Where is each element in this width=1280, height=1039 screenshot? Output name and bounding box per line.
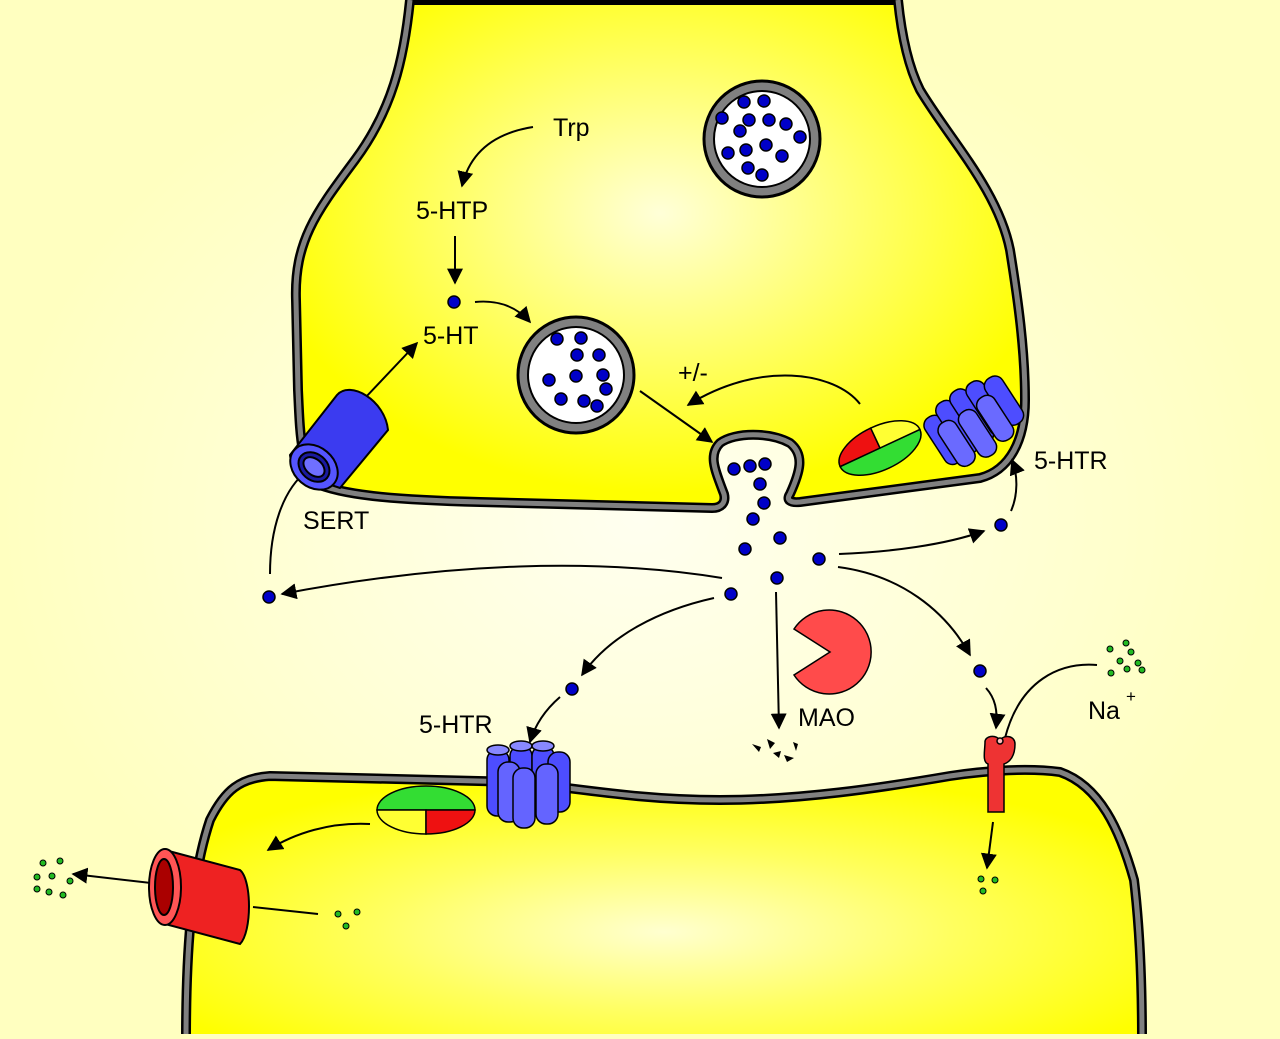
g-protein-postsynaptic [376,785,476,835]
serotonin-molecules [262,295,1008,696]
label-5htr-postsynaptic: 5-HTR [419,711,493,739]
arrow-5ht-to-vesicle [474,300,532,324]
arrow-gprotein-to-channel [266,822,371,851]
serotonin-molecule [973,664,987,678]
label-sodium: Na [1088,697,1120,725]
line-efflux-from-inside [252,906,319,915]
g-protein-presynaptic [838,419,922,477]
vesicle-storage [702,79,822,199]
serotonin-molecule [724,587,738,601]
label-mao: MAO [798,704,855,732]
autoreceptor-5htr [923,375,1025,468]
label-sert: SERT [303,507,369,535]
potassium-ions-efflux [33,857,74,899]
label-trp: Trp [553,114,590,142]
arrow-channel-sodium-in [980,821,997,870]
label-modulation: +/- [678,359,708,387]
serotonin-molecule [738,542,752,556]
arrow-cleft-to-channel [837,566,971,657]
serotonin-molecule [447,295,461,309]
arrow-trp-to-5htp [457,126,534,188]
pathway-arrows [71,126,1098,915]
serotonin-molecule [773,531,787,545]
postsynaptic-5htr [486,740,571,829]
arrow-cleft-to-autoreceptor [838,528,986,555]
arrow-cleft-to-left [280,564,723,600]
arrow-to-autoreceptor [1009,458,1025,512]
arrow-to-channel [985,687,1006,730]
mao-enzyme [792,609,872,695]
serotonin-molecule [565,682,579,696]
exocytosis-serotonin [727,457,772,526]
presynaptic-terminal [290,0,1030,513]
degraded-serotonin-fragments [752,739,798,762]
arrow-autoreceptor-feedback [686,374,861,406]
arrow-sodium-to-channel [1004,663,1098,739]
ligand-gated-channel [983,735,1016,813]
serotonin-molecule [262,590,276,604]
serotonin-molecule [770,571,784,585]
postsynaptic-cell [181,764,1147,1039]
arrow-to-mao [770,591,787,730]
arrow-sert-reuptake [364,341,419,399]
label-5htr-presynaptic: 5-HTR [1034,447,1108,475]
arrow-vesicle-to-release [639,390,714,443]
ion-channel-potassium [148,848,250,946]
sert-transporter [288,389,390,491]
sodium-ions-influx [977,875,999,895]
vesicle-loading-contents [542,331,613,413]
sodium-ions [1106,639,1146,677]
arrow-to-postsynaptic-htr [526,696,561,744]
arrow-cleft-to-postsynaptic-left [581,597,715,677]
label-sodium-charge: + [1126,687,1136,706]
serotonin-molecule [812,552,826,566]
vesicle-storage-contents [715,94,807,182]
potassium-ions-inside [334,908,361,930]
label-5ht: 5-HT [423,322,479,350]
label-5htp: 5-HTP [416,197,488,225]
serotonin-molecule [994,518,1008,532]
